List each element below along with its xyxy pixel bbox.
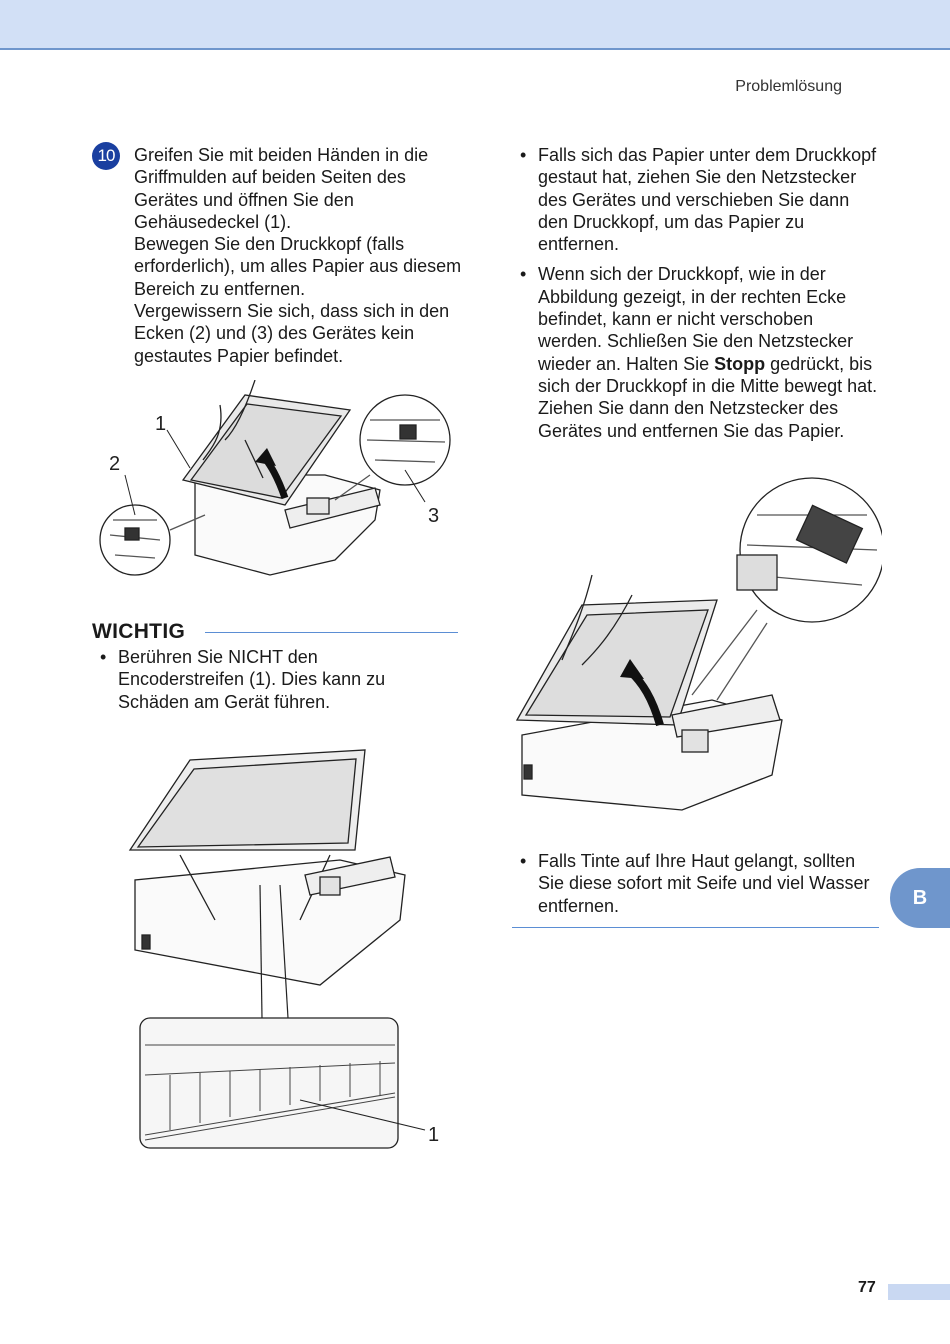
step-paragraph: Bewegen Sie den Druckkopf (falls erforde…: [134, 234, 462, 299]
chapter-tab[interactable]: B: [890, 868, 950, 928]
callout-3: 3: [428, 505, 439, 527]
footer-bar: [888, 1284, 950, 1300]
list-item: Falls sich das Papier unter dem Druckkop…: [520, 144, 882, 255]
printhead-right-corner-illustration: [515, 477, 882, 811]
important-rule: [205, 632, 458, 633]
list-item: Falls Tinte auf Ihre Haut gelangt, sollt…: [520, 850, 882, 917]
step-instructions: Greifen Sie mit beiden Händen in die Gri…: [134, 144, 464, 367]
important-heading: WICHTIG: [92, 620, 186, 643]
callout-1: 1: [428, 1124, 439, 1146]
step-paragraph: Vergewissern Sie sich, dass sich in den …: [134, 301, 450, 366]
important-list: Berühren Sie NICHT den Encoderstreifen (…: [100, 646, 420, 721]
stop-key-label: Stopp: [714, 353, 766, 374]
header-band: [0, 0, 950, 50]
printer-open-cover-illustration: 1 2 3: [99, 380, 451, 576]
ink-warning-list: Falls Tinte auf Ihre Haut gelangt, sollt…: [520, 850, 882, 925]
step-paragraph: Greifen Sie mit beiden Händen in die Gri…: [134, 145, 429, 232]
list-item: Wenn sich der Druckkopf, wie in der Abbi…: [520, 263, 882, 441]
page-number: 77: [858, 1279, 876, 1296]
callout-2: 2: [109, 453, 120, 475]
section-end-rule: [512, 927, 879, 928]
section-title: Problemlösung: [735, 78, 842, 95]
step-number-badge: 10: [92, 142, 120, 170]
callout-1: 1: [155, 413, 166, 435]
right-column-list: Falls sich das Papier unter dem Druckkop…: [520, 144, 882, 450]
list-item: Berühren Sie NICHT den Encoderstreifen (…: [100, 646, 420, 713]
encoder-strip-illustration: 1: [128, 749, 439, 1149]
